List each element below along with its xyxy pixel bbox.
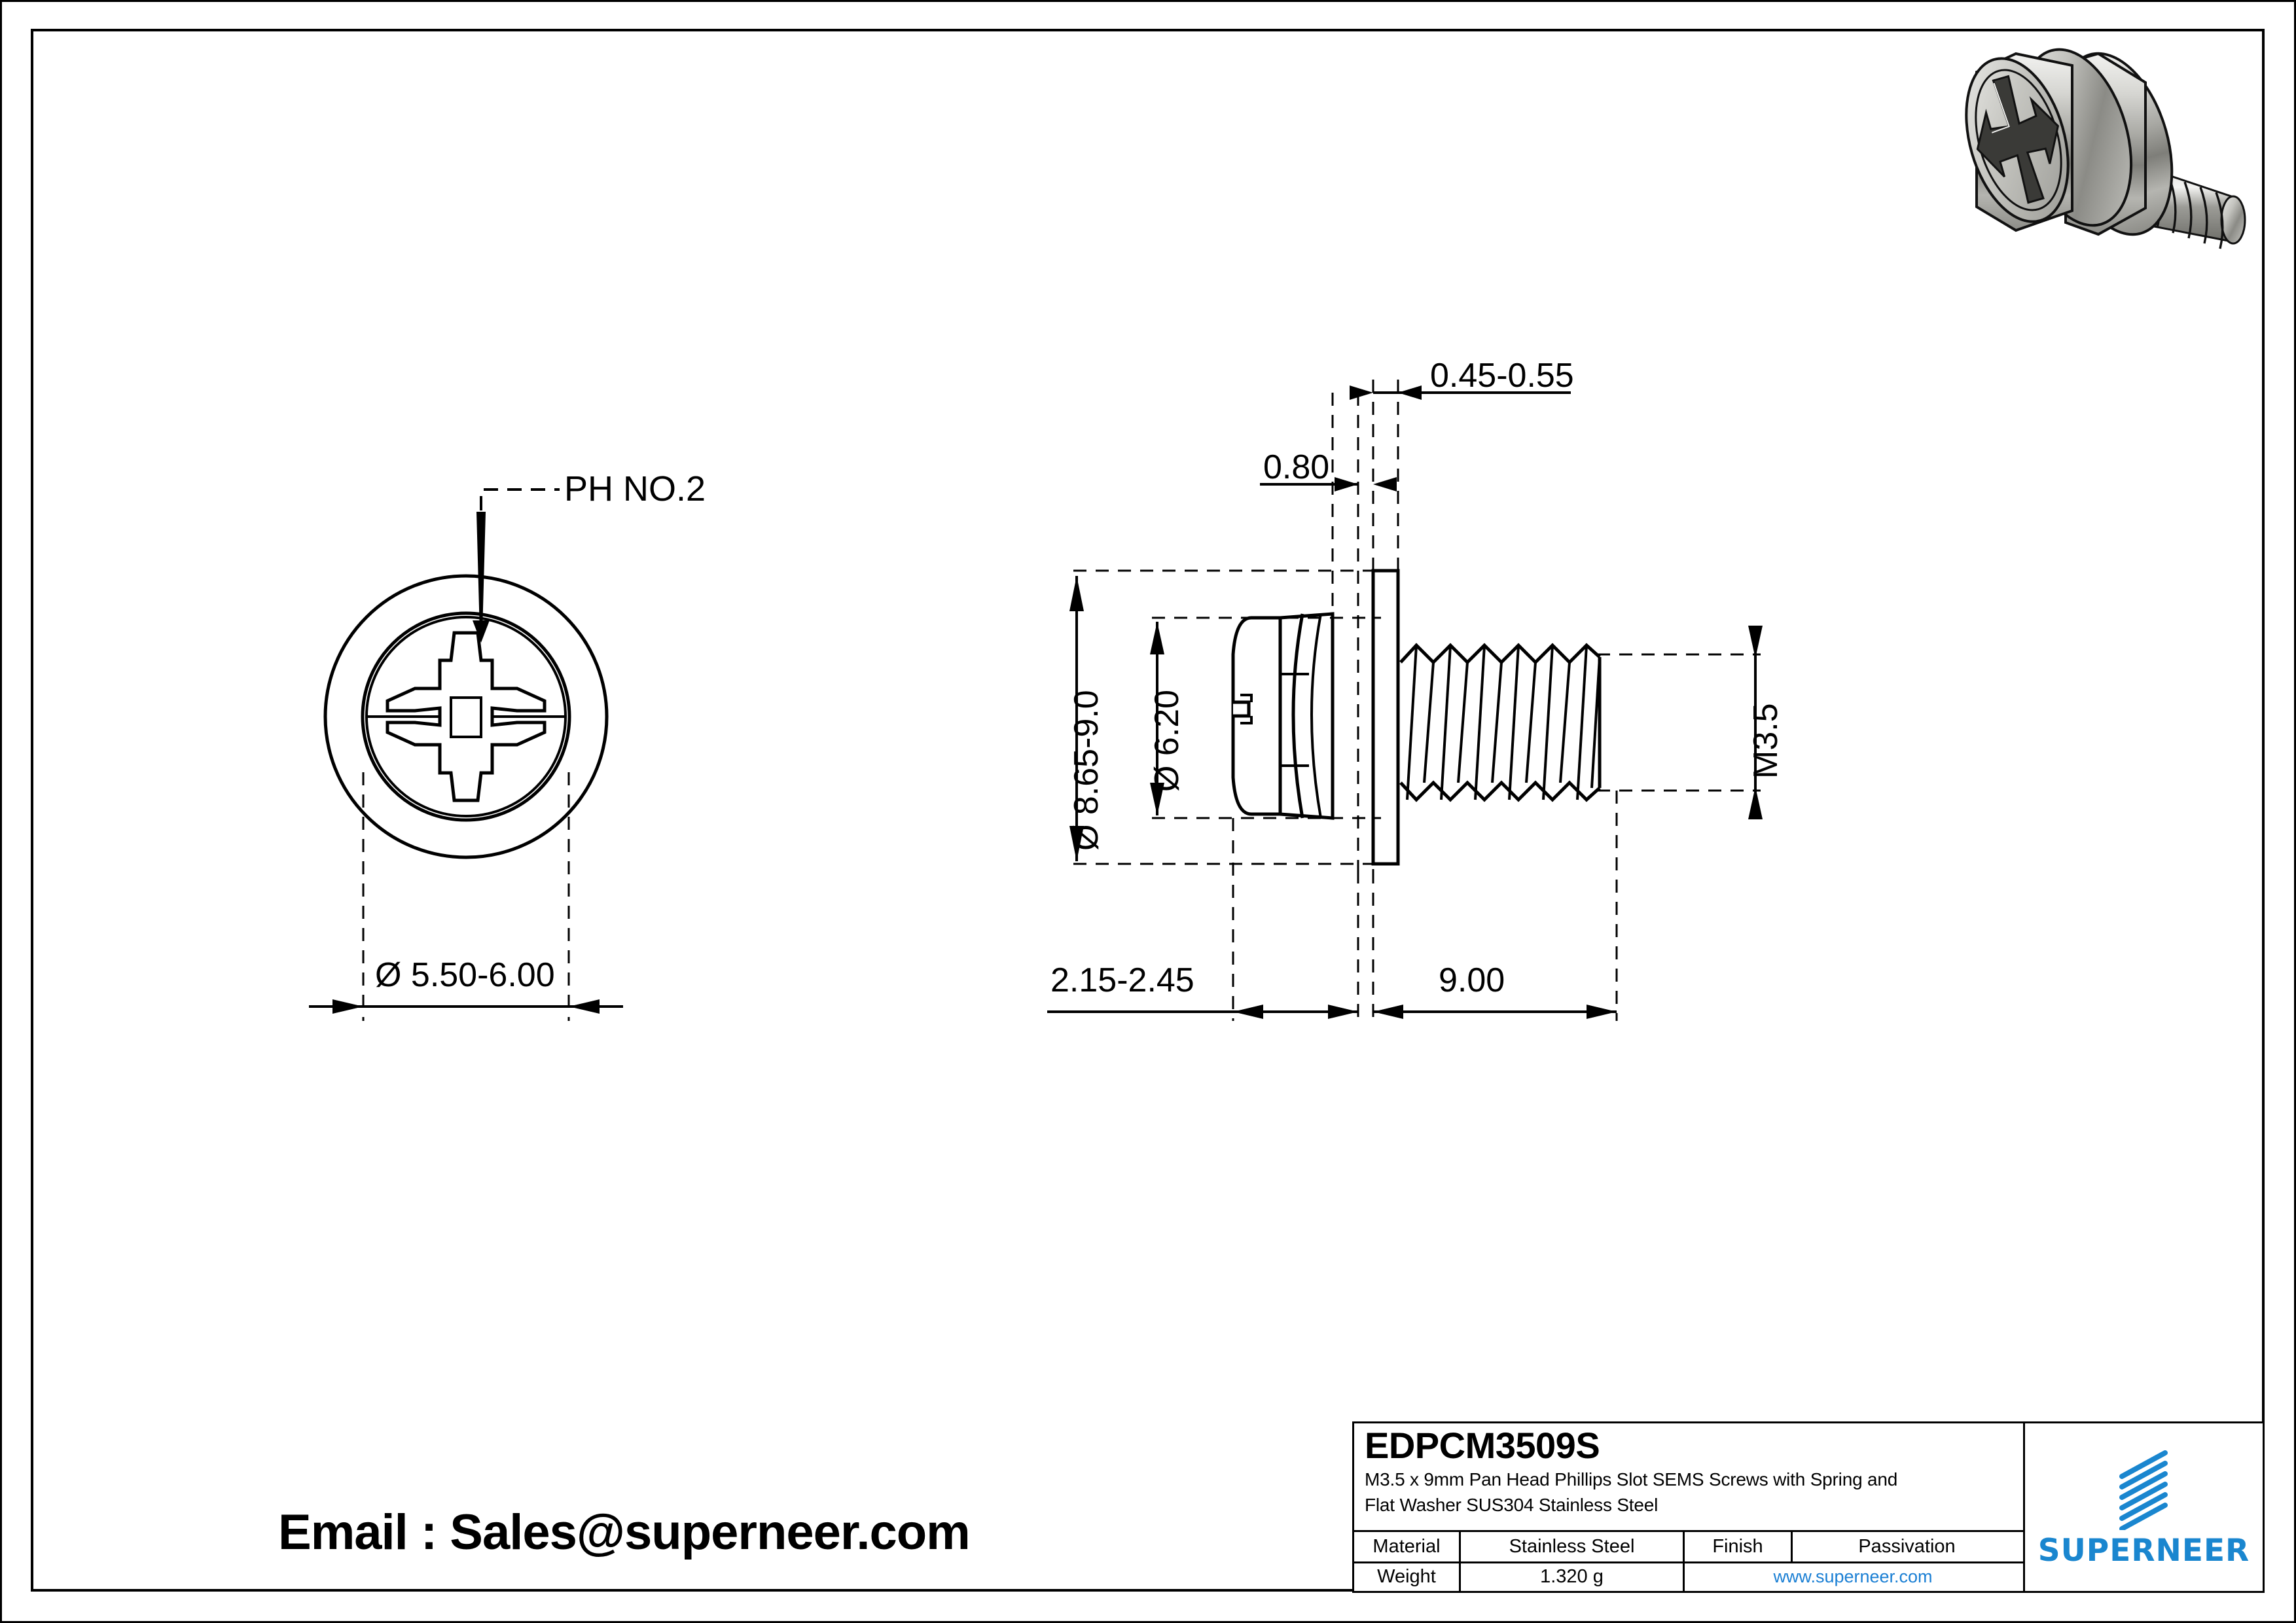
sheet-border-inner [31, 29, 2265, 1592]
screw-3d-render-icon [1937, 26, 2278, 281]
website-link[interactable]: www.superneer.com [1773, 1567, 1933, 1587]
weight-value: 1.320 g [1461, 1563, 1685, 1591]
brand-name: SUPERNEER [2037, 1532, 2250, 1569]
side-view-head-height-dim: 2.15-2.45 [1050, 961, 1194, 999]
contact-email: Email : Sales@superneer.com [278, 1505, 971, 1560]
side-view-flat-washer-thickness-dim: 0.45-0.55 [1430, 357, 1574, 395]
material-label: Material [1354, 1532, 1461, 1561]
front-view-diameter-dim: Ø 5.50-6.00 [375, 956, 555, 994]
side-view-thread-length-dim: 9.00 [1439, 961, 1505, 999]
finish-value: Passivation [1858, 1535, 1956, 1557]
title-block-header: EDPCM3509S M3.5 x 9mm Pan Head Phillips … [1354, 1423, 2023, 1533]
part-description-line2: Flat Washer SUS304 Stainless Steel [1365, 1495, 1659, 1515]
part-code: EDPCM3509S [1365, 1425, 1600, 1466]
title-block: EDPCM3509S M3.5 x 9mm Pan Head Phillips … [1352, 1421, 2265, 1593]
side-view-thread-size-dim: M3.5 [1747, 703, 1785, 779]
weight-row: Weight 1.320 g www.superneer.com [1354, 1563, 2023, 1591]
title-block-info: EDPCM3509S M3.5 x 9mm Pan Head Phillips … [1354, 1423, 2025, 1591]
material-value: Stainless Steel [1461, 1532, 1685, 1561]
side-view-spring-washer-thickness-dim: 0.80 [1263, 448, 1330, 486]
side-view-head-diameter-dim: Ø 6.20 [1148, 689, 1186, 792]
superneer-logo-icon [2119, 1450, 2168, 1530]
part-description-line1: M3.5 x 9mm Pan Head Phillips Slot SEMS S… [1365, 1469, 1898, 1489]
weight-label: Weight [1354, 1563, 1461, 1591]
brand-area: SUPERNEER [2025, 1423, 2263, 1591]
finish-label: Finish [1685, 1532, 1793, 1561]
side-view-head-outer-diameter-dim: Ø 8.65-9.0 [1067, 690, 1105, 851]
front-view-callout-ph-no2: PH NO.2 [564, 469, 706, 508]
material-row: Material Stainless Steel Finish Passivat… [1354, 1532, 2023, 1563]
